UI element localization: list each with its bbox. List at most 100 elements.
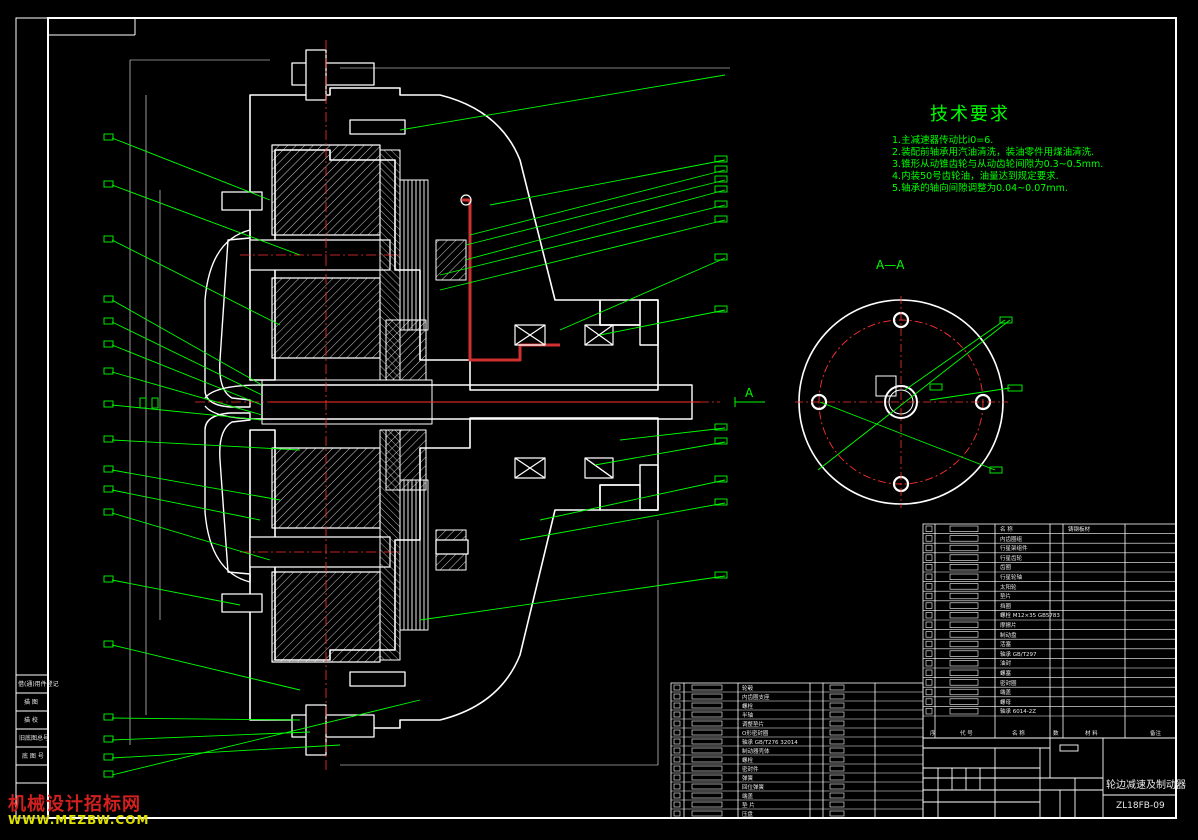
parts-left-cell-box: [829, 774, 845, 781]
parts-left-cell-box: [829, 747, 845, 754]
parts-left-cell-text: 回位弹簧: [742, 785, 765, 791]
parts-list-left-rows: [671, 684, 923, 819]
parts-left-cell-box: [691, 747, 723, 754]
parts-right-cell-text: 密封圈: [1000, 680, 1017, 687]
bleed-screw: [460, 194, 472, 206]
tech-requirement-5: 5.轴承的轴向间隙调整为0.04~0.07mm.: [892, 183, 1068, 194]
parts-left-cell-box: [829, 729, 845, 736]
parts-left-cell-text: O形密封圈: [742, 731, 769, 737]
parts-left-cell-box: [829, 756, 845, 763]
parts-right-cell-text: 螺塞: [1000, 671, 1012, 677]
parts-right-cell-box: [949, 535, 979, 542]
leader-lines-left: [111, 137, 421, 776]
wheel-hub-assembly: [129, 40, 730, 770]
parts-left-cell-text: 半轴: [742, 713, 754, 719]
parts-right-cell-box: [949, 679, 979, 686]
brake-piston-upper: [435, 239, 467, 281]
parts-left-cell-box: [829, 684, 845, 691]
parts-right-cell-box: [925, 573, 933, 580]
parts-right-cell-box: [949, 669, 979, 676]
parts-right-cell-text: 螺母: [1000, 699, 1012, 706]
parts-right-cell-box: [949, 708, 979, 715]
parts-right-cell-box: [925, 583, 933, 590]
parts-right-cell-box: [949, 583, 979, 590]
title-block-grid: [922, 737, 1177, 819]
side-strip-grid: [15, 674, 49, 819]
parts-right-cell-text: 轴承 6014-2Z: [1000, 709, 1036, 716]
parts-right-cell-box: [925, 679, 933, 686]
brake-disc-stack: [399, 179, 429, 631]
parts-left-cell-text: 螺栓: [742, 704, 754, 710]
keyway: [875, 375, 897, 397]
leader-lines-right: [399, 74, 726, 621]
watermark-site-url: WWW.MEZBW.COM: [8, 813, 150, 827]
parts-right-cell-box: [949, 688, 979, 696]
parts-left-cell-box: [673, 765, 681, 772]
parts-right-cell-text: 内齿圈组: [1000, 536, 1023, 543]
parts-right-cell-box: [925, 698, 933, 705]
watermark-site-name: 机械设计招标网: [8, 794, 141, 815]
parts-left-cell-box: [829, 783, 845, 790]
parts-right-cell-box: [925, 708, 933, 715]
parts-right-cell-box: [949, 621, 979, 628]
parts-right-cell-text: 垫片: [1000, 594, 1012, 601]
parts-right-cell-box: [949, 544, 979, 552]
parts-right-cell-box: [925, 669, 933, 676]
parts-right-header-cell: 代 号: [960, 731, 973, 737]
section-view-label: A—A: [876, 258, 905, 272]
parts-right-header-cell: 序: [930, 731, 936, 737]
end-cover: [204, 229, 251, 408]
parts-left-cell-box: [691, 792, 723, 799]
parts-left-cell-box: [691, 810, 723, 817]
tech-requirement-2: 2.装配前轴承用汽油清洗，装油零件用煤油清洗.: [892, 147, 1095, 158]
parts-left-cell-box: [673, 729, 681, 736]
side-label-4: 旧底图总号: [19, 735, 50, 742]
drawing-number: ZL18FB-09: [1116, 801, 1165, 811]
parts-right-cell-box: [925, 564, 933, 571]
parts-left-cell-text: 轴承 GB/T276 32014: [742, 740, 798, 746]
parts-list-right-rows: [923, 525, 1176, 717]
side-label-2: 描 图: [24, 699, 38, 706]
parts-left-cell-box: [673, 738, 681, 745]
parts-left-cell-box: [691, 684, 723, 691]
parts-left-cell-box: [691, 774, 723, 781]
parts-left-cell-box: [691, 711, 723, 718]
section-a-a-view: [795, 296, 1023, 508]
parts-right-cell-box: [925, 612, 933, 619]
parts-right-cell-box: [949, 698, 979, 705]
parts-right-cell-box: [949, 631, 979, 638]
parts-right-cell-box: [949, 564, 979, 571]
parts-right-cell-box: [925, 592, 933, 600]
parts-right-cell-box: [925, 660, 933, 667]
parts-right-header-cell: 备注: [1150, 731, 1162, 737]
parts-right-cell-text: 轴承 GB/T297: [1000, 651, 1037, 658]
parts-right-cell-box: [949, 660, 979, 667]
parts-right-cell-box: [925, 602, 933, 609]
parts-right-cell-box: [925, 640, 933, 648]
parts-left-cell-text: 制动器壳体: [742, 749, 770, 755]
parts-right-cell-text: 摩擦片: [1000, 623, 1017, 629]
parts-left-cell-box: [829, 810, 845, 817]
parts-left-cell-text: 垫 片: [742, 803, 755, 809]
parts-left-cell-box: [673, 783, 681, 790]
parts-right-header-cell: 数: [1053, 731, 1059, 737]
parts-right-cell-box: [949, 573, 979, 580]
parts-left-cell-box: [673, 711, 681, 718]
parts-right-cell-box: [949, 650, 979, 657]
parts-right-cell-text: 铸钢板材: [1068, 527, 1091, 533]
centerlines: [195, 40, 720, 770]
parts-left-cell-box: [673, 756, 681, 763]
parts-right-cell-text: 太阳轮: [1000, 584, 1017, 591]
parts-left-cell-text: 密封件: [742, 767, 759, 773]
parts-left-cell-box: [691, 783, 723, 790]
parts-left-cell-box: [829, 792, 845, 799]
side-label-5: 底 图 号: [22, 753, 44, 760]
parts-right-cell-text: 行星齿轮: [1000, 555, 1023, 562]
parts-right-cell-box: [949, 612, 979, 619]
parts-left-cell-box: [691, 756, 723, 763]
parts-left-cell-text: 轮毂: [742, 686, 754, 692]
parts-left-cell-text: 螺栓: [742, 758, 754, 764]
parts-left-cell-box: [829, 765, 845, 772]
hub-bearings: [514, 324, 614, 479]
